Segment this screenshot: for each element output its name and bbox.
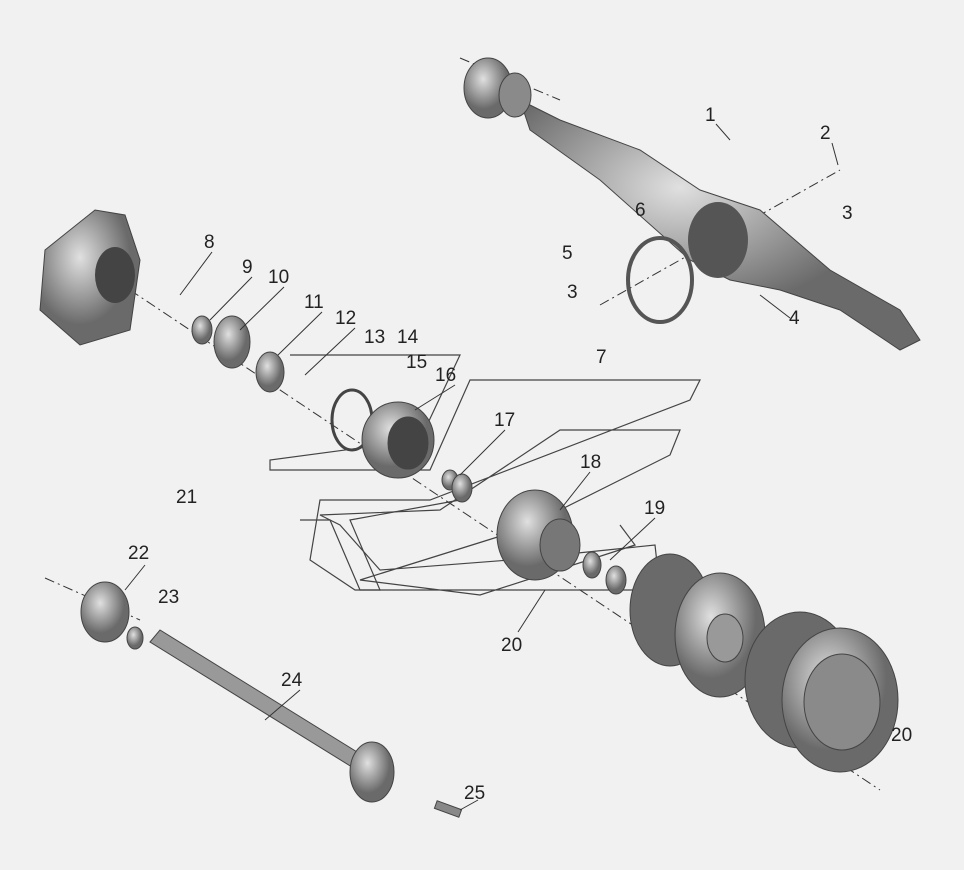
half-shaft — [80, 581, 463, 818]
callout-16: 16 — [435, 365, 457, 386]
callout-1: 1 — [705, 105, 716, 126]
bearing-parts — [191, 315, 473, 503]
callout-14: 14 — [397, 327, 419, 348]
axle-housing — [463, 57, 921, 351]
callout-20: 20 — [501, 635, 523, 656]
callout-3: 3 — [567, 282, 578, 303]
callout-20: 20 — [891, 725, 913, 746]
callout-8: 8 — [204, 232, 215, 253]
callout-24: 24 — [281, 670, 303, 691]
callout-15: 15 — [406, 352, 428, 373]
callout-11: 11 — [304, 292, 324, 313]
callout-2: 2 — [820, 123, 831, 144]
callout-6: 6 — [635, 200, 646, 221]
callout-10: 10 — [268, 267, 290, 288]
callout-25: 25 — [464, 783, 486, 804]
callout-13: 13 — [364, 327, 386, 348]
steering-knuckle — [39, 209, 141, 346]
leader-lines — [124, 123, 839, 811]
callout-7: 7 — [596, 347, 607, 368]
wheel-hub — [496, 489, 627, 595]
callout-19: 19 — [644, 498, 666, 519]
callout-4: 4 — [789, 308, 800, 329]
callout-3: 3 — [842, 203, 853, 224]
callout-5: 5 — [562, 243, 573, 264]
callout-22: 22 — [128, 543, 150, 564]
callout-18: 18 — [580, 452, 602, 473]
callout-9: 9 — [242, 257, 253, 278]
brake-drum-and-rim — [629, 553, 899, 773]
callout-23: 23 — [158, 587, 180, 608]
assembly-outlines — [269, 354, 701, 596]
callout-12: 12 — [335, 308, 357, 329]
callout-17: 17 — [494, 410, 516, 431]
callout-21: 21 — [176, 487, 198, 508]
